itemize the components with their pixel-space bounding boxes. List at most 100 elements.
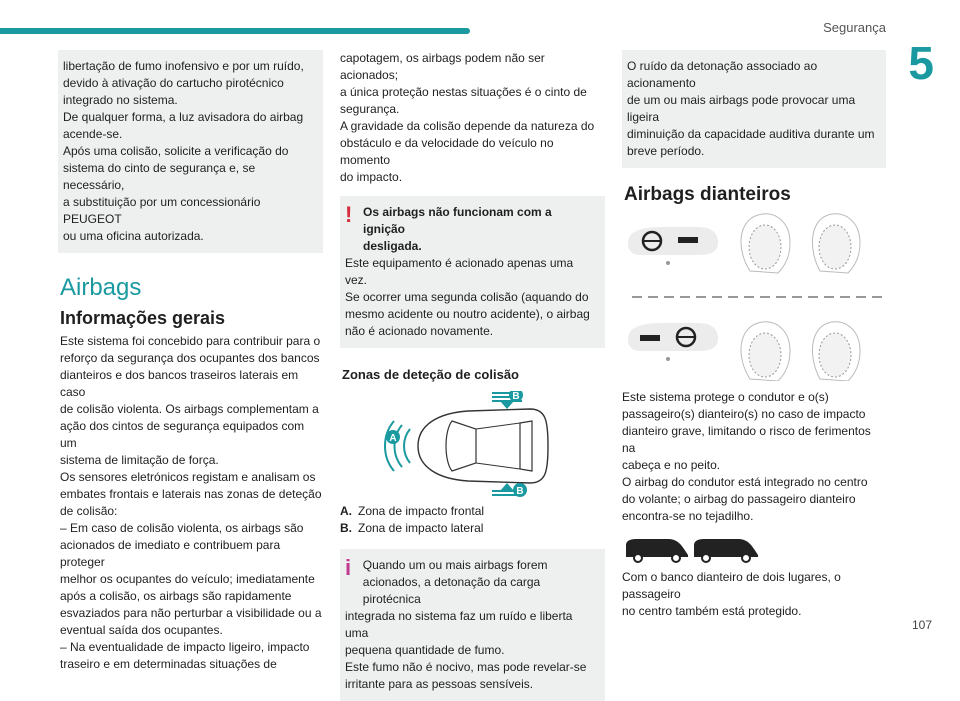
label-b-top: B — [512, 391, 519, 402]
header-accent-bar — [0, 28, 470, 34]
zones-legend: A.Zona de impacto frontal B.Zona de impa… — [340, 503, 605, 537]
warning-title-line: desligada. — [363, 239, 422, 253]
column-middle: capotagem, os airbags podem não ser acio… — [340, 50, 605, 701]
body-line: eventual saída dos ocupantes. — [60, 623, 223, 637]
van-wheel — [633, 553, 643, 563]
note-line: O ruído da detonação associado ao aciona… — [627, 59, 818, 90]
deployed-airbag — [748, 332, 782, 378]
label-a-badge — [386, 430, 400, 444]
warning-box: ! Os airbags não funcionam com a ignição… — [340, 196, 605, 348]
column-left: libertação de fumo inofensivo e por um r… — [58, 50, 323, 673]
note-box-smoke: libertação de fumo inofensivo e por um r… — [58, 50, 323, 253]
body-line: de colisão: — [60, 504, 118, 518]
passenger-airbag-module — [640, 335, 660, 341]
body-line: no centro também está protegido. — [622, 604, 802, 618]
body-line: obstáculo e da velocidade do veículo no … — [340, 136, 554, 167]
front-impact-wave — [393, 424, 403, 468]
front-impact-wave — [403, 428, 411, 464]
general-info-text: Este sistema foi concebido para contribu… — [58, 333, 323, 673]
body-line: de colisão violenta. Os airbags compleme… — [60, 402, 319, 416]
info-line: acionados, a detonação da carga pirotécn… — [362, 575, 541, 606]
warning-line: Se ocorrer uma segunda colisão (aquando … — [345, 290, 589, 304]
deployed-airbag — [818, 224, 852, 270]
note-line: acende-se. — [63, 127, 123, 141]
info-line: pequena quantidade de fumo. — [345, 643, 505, 657]
heading-airbags: Airbags — [60, 274, 142, 301]
note-box-hearing: O ruído da detonação associado ao aciona… — [622, 50, 886, 168]
note-line: Após uma colisão, solicite a verificação… — [63, 144, 289, 158]
van-wheel — [741, 553, 751, 563]
body-line: cabeça e no peito. — [622, 458, 721, 472]
note-line: libertação de fumo inofensivo e por um r… — [63, 59, 304, 73]
note-line: integrado no sistema. — [63, 93, 178, 107]
body-line: – Na eventualidade de impacto ligeiro, i… — [60, 640, 310, 654]
frontal-airbags-illustration — [628, 213, 882, 381]
note-line: De qualquer forma, a luz avisadora do ai… — [63, 110, 304, 124]
van-icon — [626, 539, 688, 557]
body-line: do volante; o airbag do passageiro diant… — [622, 492, 856, 506]
body-line: a única proteção nestas situações é o ci… — [340, 85, 587, 99]
rear-window — [519, 420, 533, 472]
body-line: Este sistema protege o condutor e o(s) — [622, 390, 829, 404]
van-wheel — [701, 553, 711, 563]
deployed-airbag — [748, 224, 782, 270]
middle-seat-text: Com o banco dianteiro de dois lugares, o… — [622, 569, 886, 620]
van-wheel — [671, 553, 681, 563]
page-number: 107 — [911, 618, 932, 632]
body-line: encontra-se no tejadilho. — [622, 509, 754, 523]
info-box-smoke: i Quando um ou mais airbags forem aciona… — [340, 549, 605, 701]
deployed-airbag — [818, 332, 852, 378]
heading-general-info: Informações gerais — [60, 308, 226, 328]
legend-key-a: A. — [340, 504, 352, 518]
impact-zones-diagram: A B B — [384, 391, 549, 497]
sensor-dot — [666, 261, 670, 265]
body-line: capotagem, os airbags podem não ser acio… — [340, 51, 545, 82]
heading-detection-zones: Zonas de deteção de colisão — [342, 367, 519, 382]
van-icon — [694, 539, 758, 557]
warning-line: Este equipamento é acionado apenas uma v… — [345, 256, 574, 287]
body-line: esvaziados para não perturbar a visibili… — [60, 606, 322, 620]
section-title: Segurança — [823, 20, 886, 35]
legend-key-b: B. — [340, 521, 352, 535]
note-line: devido à ativação do cartucho pirotécnic… — [63, 76, 284, 90]
note-line: sistema do cinto de segurança e, se nece… — [63, 161, 256, 192]
info-line: irritante para as pessoas sensíveis. — [345, 677, 534, 691]
body-line: embates frontais e laterais nas zonas de… — [60, 487, 322, 501]
heading-frontal-airbags: Airbags dianteiros — [624, 184, 791, 205]
roof-line — [475, 462, 521, 470]
note-line: a substituição por um concessionário PEU… — [63, 195, 261, 226]
body-line: reforço da segurança dos ocupantes dos b… — [60, 351, 320, 365]
car-outline — [417, 408, 549, 484]
body-line: segurança. — [340, 102, 400, 116]
info-line: integrada no sistema faz um ruído e libe… — [345, 609, 573, 640]
note-line: breve período. — [627, 144, 705, 158]
label-b-badge-bottom — [513, 483, 527, 497]
frontal-airbags-text: Este sistema protege o condutor e o(s) p… — [622, 389, 886, 525]
note-line: ou uma oficina autorizada. — [63, 229, 204, 243]
label-a: A — [389, 433, 396, 444]
info-icon: i — [345, 555, 352, 580]
body-line: passageiro(s) dianteiro(s) no caso de im… — [622, 407, 866, 421]
warning-line: mesmo acidente ou noutro acidente), o ai… — [345, 307, 590, 321]
info-line: Quando um ou mais airbags forem — [362, 558, 548, 572]
body-line: Com o banco dianteiro de dois lugares, o… — [622, 570, 841, 601]
body-line: O airbag do condutor está integrado no c… — [622, 475, 868, 489]
side-impact-arrow-top — [500, 401, 514, 409]
body-line: A gravidade da colisão depende da nature… — [340, 119, 595, 133]
side-impact-arrow-bottom — [500, 483, 514, 491]
passenger-airbag-module — [678, 237, 698, 243]
label-b-badge-top — [509, 391, 523, 402]
body-line: traseiro e em determinadas situações de — [60, 657, 277, 671]
body-line: sistema de limitação de força. — [60, 453, 219, 467]
van-icons — [626, 539, 758, 563]
body-line: dianteiro grave, limitando o risco de fe… — [622, 424, 871, 455]
warning-exclamation-icon: ! — [345, 202, 353, 227]
body-line: após a colisão, os airbags são rapidamen… — [60, 589, 292, 603]
body-line: melhor os ocupantes do veículo; imediata… — [60, 572, 315, 586]
body-line: – Em caso de colisão violenta, os airbag… — [60, 521, 304, 535]
roof-line — [475, 422, 521, 430]
column-right: O ruído da detonação associado ao aciona… — [622, 50, 886, 620]
warning-line: não é acionado novamente. — [345, 324, 494, 338]
legend-text-b: Zona de impacto lateral — [358, 521, 484, 535]
warning-title-line: Os airbags não funcionam com a ignição — [363, 205, 552, 236]
